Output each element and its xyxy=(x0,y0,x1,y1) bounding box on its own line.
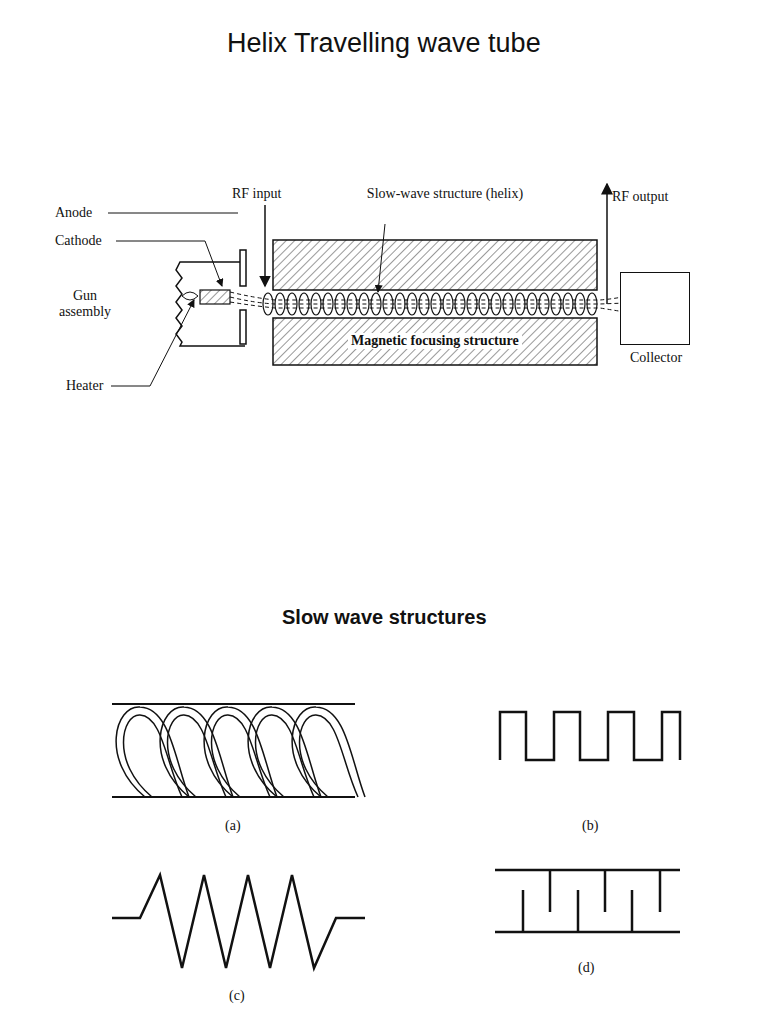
electron-beam xyxy=(230,290,652,316)
figure-label: (c) xyxy=(229,988,245,1004)
magnet-box: Magnetic focusing structure xyxy=(273,318,597,365)
node-text: Collector xyxy=(627,350,685,366)
part-label: Slow-wave structure (helix) xyxy=(365,186,525,202)
cathode xyxy=(200,290,230,304)
heater xyxy=(182,292,198,300)
leader-lines xyxy=(108,184,607,386)
interdigital-structure xyxy=(495,870,680,932)
section-heading: Slow wave structures xyxy=(282,606,487,629)
part-label: Cathode xyxy=(55,233,102,249)
collector-box: Collector xyxy=(620,272,690,345)
figure-label: (b) xyxy=(582,818,598,834)
figure-label: (a) xyxy=(225,818,241,834)
part-label: Anode xyxy=(55,205,92,221)
magnet-lower xyxy=(273,318,597,365)
part-label: Gun assembly xyxy=(50,288,120,320)
gun-housing xyxy=(176,262,245,346)
magnet-upper xyxy=(273,240,597,290)
anode-lower xyxy=(240,310,246,344)
part-label: RF output xyxy=(612,189,668,205)
helix-structure xyxy=(116,707,365,797)
part-label: RF input xyxy=(232,186,281,202)
helix xyxy=(263,293,597,315)
folded-line-structure xyxy=(500,712,680,760)
title: Helix Travelling wave tube xyxy=(227,28,541,59)
figure-label: (d) xyxy=(578,960,594,976)
zigzag-structure xyxy=(112,875,365,968)
anode-upper xyxy=(240,250,246,286)
node-text: Magnetic focusing structure xyxy=(348,333,522,349)
part-label: Heater xyxy=(66,378,103,394)
